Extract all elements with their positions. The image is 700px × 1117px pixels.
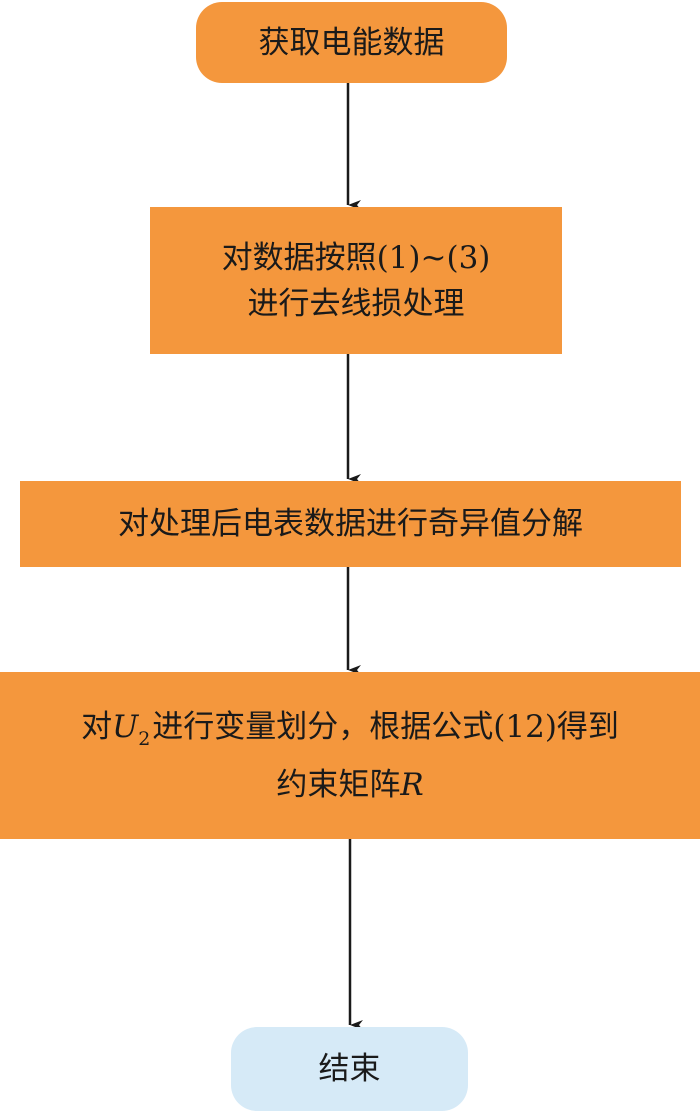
process-constraint-line2: 约束矩阵R	[276, 762, 423, 808]
process-node-constraint-matrix: 对U2进行变量划分，根据公式(12)得到 约束矩阵R	[0, 672, 700, 839]
process-line-loss-line2: 进行去线损处理	[247, 285, 465, 322]
text-constraint-matrix: 约束矩阵	[276, 766, 401, 803]
variable-r: R	[400, 766, 424, 803]
start-node: 获取电能数据	[196, 2, 507, 83]
end-node: 结束	[231, 1027, 468, 1111]
text-dui: 对	[81, 708, 113, 745]
process-svd-label: 对处理后电表数据进行奇异值分解	[118, 506, 583, 542]
process-node-svd: 对处理后电表数据进行奇异值分解	[20, 481, 681, 567]
variable-u: U	[112, 708, 139, 745]
variable-u-subscript: 2	[138, 727, 151, 750]
process-node-line-loss: 对数据按照(1)~(3) 进行去线损处理	[150, 207, 562, 354]
end-label: 结束	[318, 1051, 381, 1087]
process-line-loss-line1: 对数据按照(1)~(3)	[221, 239, 491, 276]
text-partition: 进行变量划分，根据公式(12)得到	[152, 708, 619, 745]
process-constraint-line1: 对U2进行变量划分，根据公式(12)得到	[81, 704, 619, 762]
start-label: 获取电能数据	[258, 24, 445, 61]
